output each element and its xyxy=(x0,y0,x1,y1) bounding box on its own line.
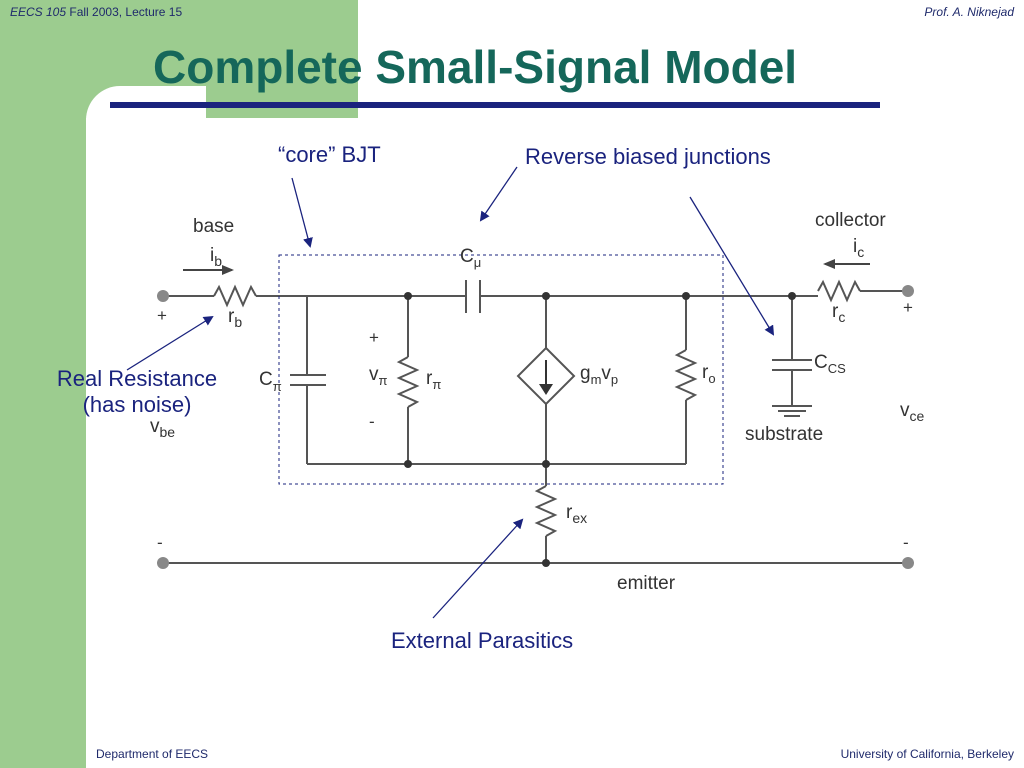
reverse-biased-annotation: Reverse biased junctions xyxy=(525,144,771,169)
header-course: EECS 105 Fall 2003, Lecture 15 xyxy=(10,5,182,19)
collector-plus-sign: + xyxy=(903,298,913,317)
base-terminal xyxy=(157,290,169,302)
node-eprime-rpi xyxy=(404,460,412,468)
node-bprime-top xyxy=(404,292,412,300)
node-cprime-ccs xyxy=(788,292,796,300)
cmu-label: Cμ xyxy=(460,246,481,270)
vpi-plus-sign: + xyxy=(369,328,379,347)
rb-label: rb xyxy=(228,306,242,330)
ro-label: ro xyxy=(702,362,716,386)
sidebar-decoration xyxy=(0,0,86,768)
rb-pointer xyxy=(126,315,214,371)
header-author: Prof. A. Niknejad xyxy=(924,5,1014,19)
base-label: base xyxy=(193,216,234,237)
ccs-pointer xyxy=(689,196,775,336)
rpi-resistor xyxy=(396,356,420,408)
course-code: EECS 105 xyxy=(10,5,67,19)
core-bjt-pointer xyxy=(291,177,313,248)
node-cprime-gm xyxy=(542,292,550,300)
lecture-info: Fall 2003, Lecture 15 xyxy=(69,5,183,19)
rb-resistor xyxy=(213,284,257,308)
emitter-terminal-left xyxy=(157,557,169,569)
node-eprime-gm xyxy=(542,460,550,468)
collector-terminal xyxy=(902,285,914,297)
base-plus-sign: + xyxy=(157,306,167,325)
ib-label: ib xyxy=(210,245,222,269)
footer-university: University of California, Berkeley xyxy=(840,747,1014,761)
collector-minus-sign: - xyxy=(903,533,909,552)
rc-resistor xyxy=(817,279,861,303)
ro-resistor xyxy=(674,349,698,401)
ccs-label: CCS xyxy=(814,352,846,376)
vpi-label: vπ xyxy=(369,364,388,388)
gm-arrow-head xyxy=(539,384,553,395)
rpi-label: rπ xyxy=(426,368,441,392)
real-resistance-line2: (has noise) xyxy=(82,392,192,417)
external-parasitics-annotation: External Parasitics xyxy=(391,628,574,653)
rex-resistor xyxy=(534,485,558,537)
core-bjt-boundary xyxy=(278,254,724,485)
vpi-minus-sign: - xyxy=(369,412,375,431)
ic-label: ic xyxy=(853,236,864,260)
vce-label: vce xyxy=(900,400,925,424)
base-minus-sign: - xyxy=(157,533,163,552)
vbe-label: vbe xyxy=(150,416,175,440)
cpi-label: Cπ xyxy=(259,369,282,394)
emitter-label: emitter xyxy=(617,573,676,594)
footer-department: Department of EECS xyxy=(96,747,209,761)
core-bjt-annotation: “core” BJT xyxy=(278,142,381,167)
node-emitter xyxy=(542,559,550,567)
real-resistance-line1: Real Resistance xyxy=(56,366,218,391)
cmu-pointer xyxy=(479,166,518,222)
rc-label: rc xyxy=(832,301,845,325)
substrate-label: substrate xyxy=(745,424,823,445)
collector-label: collector xyxy=(815,210,886,231)
title-underline xyxy=(110,102,880,108)
real-resistance-annotation: Real Resistance (has noise) xyxy=(42,366,232,418)
slide-title: Complete Small-Signal Model xyxy=(153,41,798,93)
node-cprime-ro xyxy=(682,292,690,300)
emitter-terminal-right xyxy=(902,557,914,569)
rex-pointer xyxy=(432,518,524,619)
gm-label: gmvp xyxy=(580,363,618,387)
rex-label: rex xyxy=(566,502,587,526)
